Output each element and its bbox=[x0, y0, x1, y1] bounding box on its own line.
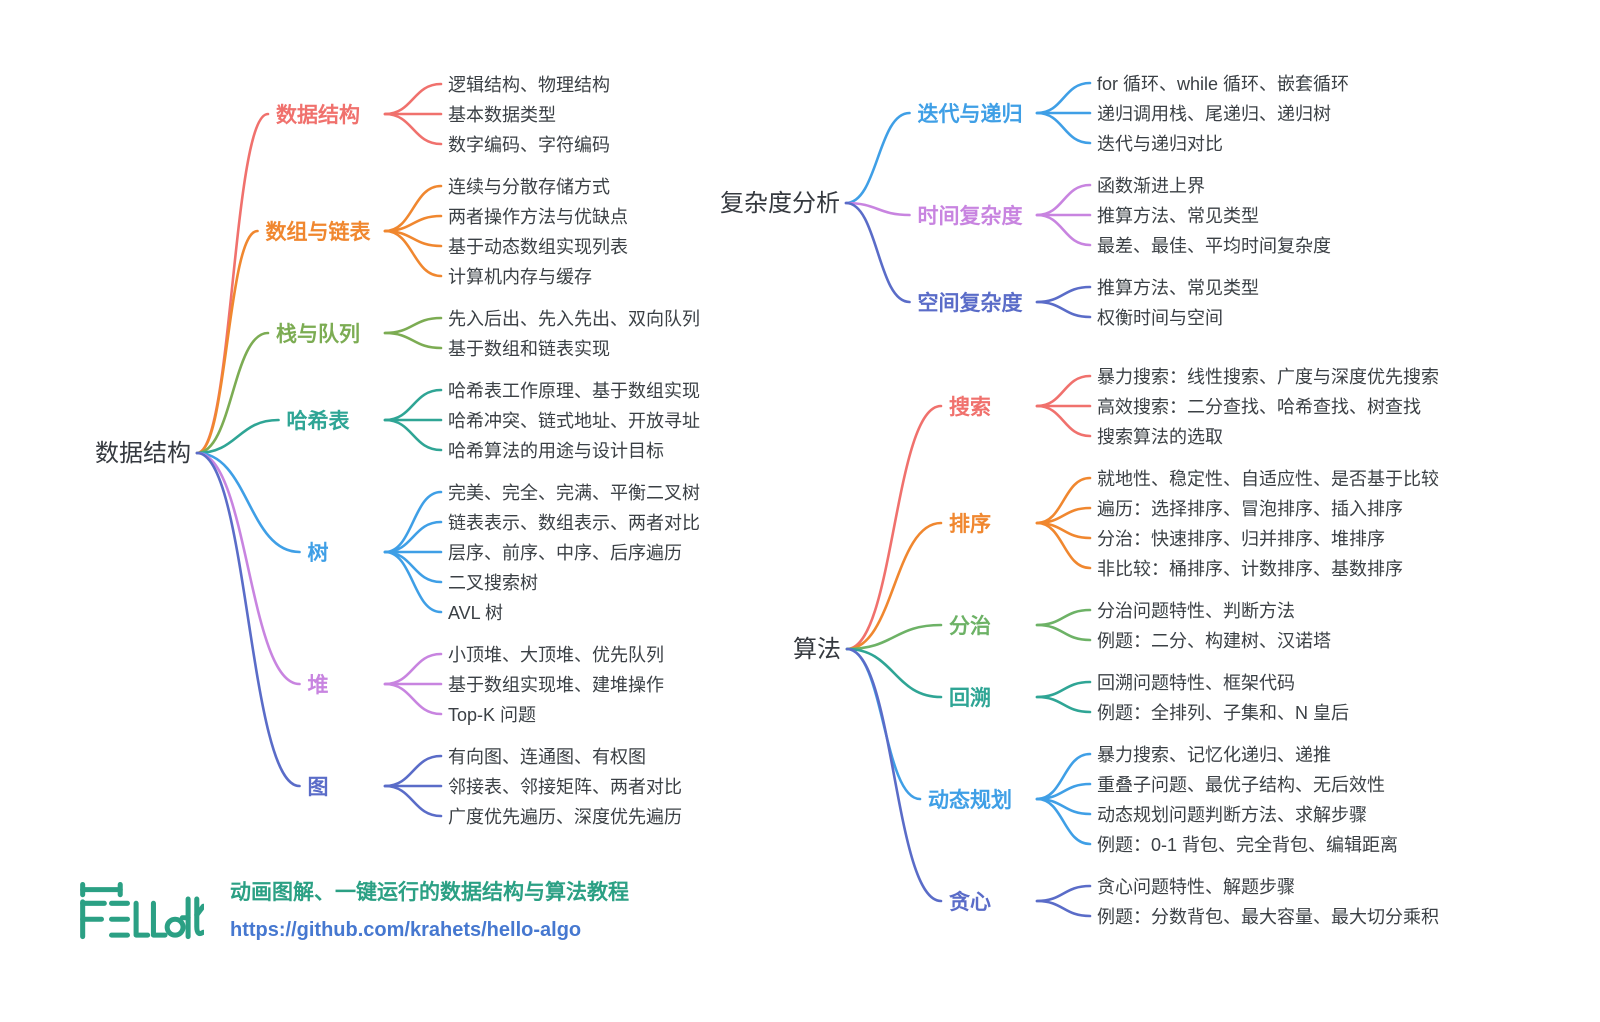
mindmap-root-label: 数据结构 bbox=[95, 439, 191, 467]
mindmap-leaf: 例题：全排列、子集和、N 皇后 bbox=[1097, 703, 1349, 723]
mindmap-leaf: 遍历：选择排序、冒泡排序、插入排序 bbox=[1097, 499, 1403, 519]
mindmap-leaf: 推算方法、常见类型 bbox=[1097, 206, 1259, 226]
mindmap-leaf: 链表表示、数组表示、两者对比 bbox=[448, 513, 700, 533]
mindmap-branch-label: 堆 bbox=[307, 674, 329, 697]
mindmap-branch-label: 空间复杂度 bbox=[917, 292, 1023, 315]
mindmap-leaf: 暴力搜索、记忆化递归、递推 bbox=[1097, 745, 1331, 765]
mindmap-leaf: 非比较：桶排序、计数排序、基数排序 bbox=[1097, 559, 1403, 579]
mindmap-leaf: 函数渐进上界 bbox=[1097, 176, 1205, 196]
mindmap-leaf: 哈希算法的用途与设计目标 bbox=[448, 441, 664, 461]
mindmap-algorithms: 算法 搜索 暴力搜索：线性搜索、广度与深度优先搜索高效搜索：二分查找、哈希查找、树查… bbox=[793, 361, 1439, 931]
mindmap-leaf: Top-K 问题 bbox=[448, 705, 537, 725]
mindmap-leaf: 逻辑结构、物理结构 bbox=[448, 75, 610, 95]
mindmap-branch: 搜索 暴力搜索：线性搜索、广度与深度优先搜索高效搜索：二分查找、哈希查找、树查找搜… bbox=[905, 361, 1439, 451]
mindmap-root-label: 复杂度分析 bbox=[720, 189, 840, 217]
mindmap-branch: 图 有向图、连通图、有权图邻接表、邻接矩阵、两者对比广度优先遍历、深度优先遍历 bbox=[253, 741, 700, 831]
mindmap-branch: 空间复杂度 推算方法、常见类型权衡时间与空间 bbox=[905, 272, 1349, 332]
mindmap-leaf: 有向图、连通图、有权图 bbox=[448, 747, 646, 767]
github-url-link[interactable]: https://github.com/krahets/hello-algo bbox=[230, 919, 582, 941]
mindmap-branch-label: 搜索 bbox=[949, 396, 991, 419]
mindmap-leaf: 基本数据类型 bbox=[448, 105, 556, 125]
mindmap-branch: 数据结构 逻辑结构、物理结构基本数据类型数字编码、字符编码 bbox=[253, 69, 700, 159]
mindmap-branch: 回溯 回溯问题特性、框架代码例题：全排列、子集和、N 皇后 bbox=[905, 667, 1439, 727]
tagline-text: 动画图解、一键运行的数据结构与算法教程 bbox=[230, 881, 629, 904]
mindmap-leaf: AVL 树 bbox=[448, 603, 504, 623]
mindmap-leaf: 就地性、稳定性、自适应性、是否基于比较 bbox=[1097, 469, 1439, 489]
mindmap-branch-label: 迭代与递归 bbox=[917, 103, 1023, 126]
mindmap-branch-label: 排序 bbox=[949, 513, 991, 536]
mindmap-leaf: 计算机内存与缓存 bbox=[448, 267, 592, 287]
mindmap-leaf: 递归调用栈、尾递归、递归树 bbox=[1097, 104, 1331, 124]
mindmap-leaf: 先入后出、先入先出、双向队列 bbox=[448, 309, 700, 329]
mindmap-leaf: 搜索算法的选取 bbox=[1097, 427, 1223, 447]
mindmap-leaf: 哈希冲突、链式地址、开放寻址 bbox=[448, 411, 700, 431]
mindmap-leaf: 分治：快速排序、归并排序、堆排序 bbox=[1097, 529, 1385, 549]
mindmap-branch: 数组与链表 连续与分散存储方式两者操作方法与优缺点基于动态数组实现列表计算机内存与… bbox=[253, 171, 700, 291]
mindmap-branch: 迭代与递归 for 循环、while 循环、嵌套循环递归调用栈、尾递归、递归树迭代… bbox=[905, 68, 1350, 158]
mindmap-root-label: 算法 bbox=[793, 635, 841, 663]
mindmap-branch-label: 回溯 bbox=[949, 687, 991, 710]
mindmap-leaf: 权衡时间与空间 bbox=[1097, 308, 1223, 328]
mindmap-leaf: 重叠子问题、最优子结构、无后效性 bbox=[1097, 775, 1385, 795]
mindmap-leaf: 例题：分数背包、最大容量、最大切分乘积 bbox=[1097, 907, 1439, 927]
mindmap-leaf: 例题：二分、构建树、汉诺塔 bbox=[1097, 631, 1331, 651]
mindmap-branch-label: 栈与队列 bbox=[276, 323, 360, 346]
mindmap-leaf: 回溯问题特性、框架代码 bbox=[1097, 673, 1295, 693]
mindmap-leaf: 动态规划问题判断方法、求解步骤 bbox=[1097, 805, 1367, 825]
mindmap-leaf: 分治问题特性、判断方法 bbox=[1097, 601, 1295, 621]
mindmap-leaf: 最差、最佳、平均时间复杂度 bbox=[1097, 236, 1331, 256]
mindmap-branch: 排序 就地性、稳定性、自适应性、是否基于比较遍历：选择排序、冒泡排序、插入排序分治… bbox=[905, 463, 1439, 583]
mindmap-leaf: 高效搜索：二分查找、哈希查找、树查找 bbox=[1097, 397, 1421, 417]
mindmap-branch: 贪心 贪心问题特性、解题步骤例题：分数背包、最大容量、最大切分乘积 bbox=[905, 871, 1439, 931]
mindmap-complexity-analysis: 复杂度分析 迭代与递归 for 循环、while 循环、嵌套循环递归调用栈、尾递归、… bbox=[720, 68, 1349, 332]
mindmap-leaf: 推算方法、常见类型 bbox=[1097, 278, 1259, 298]
mindmap-leaf: 二叉搜索树 bbox=[448, 573, 538, 593]
mindmap-leaf: 例题：0-1 背包、完全背包、编辑距离 bbox=[1097, 835, 1399, 855]
mindmap-branch-label: 图 bbox=[307, 776, 329, 799]
mindmap-leaf: 贪心问题特性、解题步骤 bbox=[1097, 877, 1295, 897]
mindmap-branch: 栈与队列 先入后出、先入先出、双向队列基于数组和链表实现 bbox=[253, 303, 700, 363]
footer: 动画图解、一键运行的数据结构与算法教程 https://github.com/k… bbox=[230, 876, 629, 942]
mindmap-branch-label: 动态规划 bbox=[928, 789, 1012, 812]
mindmap-branch-label: 数组与链表 bbox=[265, 221, 371, 244]
mindmap-leaf: 两者操作方法与优缺点 bbox=[448, 207, 628, 227]
mindmap-branch: 堆 小顶堆、大顶堆、优先队列基于数组实现堆、建堆操作 Top-K 问题 bbox=[253, 639, 700, 729]
mindmap-branch: 哈希表 哈希表工作原理、基于数组实现哈希冲突、链式地址、开放寻址哈希算法的用途与设… bbox=[253, 375, 701, 465]
mindmap-leaf: 哈希表工作原理、基于数组实现 bbox=[448, 381, 700, 401]
mindmap-leaf: 小顶堆、大顶堆、优先队列 bbox=[448, 645, 664, 665]
mindmap-leaf: 暴力搜索：线性搜索、广度与深度优先搜索 bbox=[1097, 367, 1439, 387]
mindmap-leaf: 广度优先遍历、深度优先遍历 bbox=[448, 807, 682, 827]
mindmap-leaf: 完美、完全、完满、平衡二叉树 bbox=[448, 483, 700, 503]
mindmap-branch-label: 时间复杂度 bbox=[917, 205, 1023, 228]
mindmap-leaf: 数字编码、字符编码 bbox=[448, 135, 610, 155]
mindmap-branch-label: 树 bbox=[307, 542, 329, 565]
mindmap-branch: 树 完美、完全、完满、平衡二叉树链表表示、数组表示、两者对比层序、前序、中序、后序… bbox=[253, 477, 701, 627]
mindmap-data-structures: 数据结构数据结构逻辑结构、物理结构基本数据类型数字编码、字符编码数组与链表连续与… bbox=[95, 69, 700, 831]
mindmap-leaf: 基于动态数组实现列表 bbox=[448, 237, 628, 257]
mindmap-leaf: 邻接表、邻接矩阵、两者对比 bbox=[448, 777, 682, 797]
mindmap-leaf: 基于数组实现堆、建堆操作 bbox=[448, 675, 664, 695]
mindmap-branch-label: 分治 bbox=[949, 615, 991, 638]
mindmap-branch: 时间复杂度 函数渐进上界推算方法、常见类型最差、最佳、平均时间复杂度 bbox=[905, 170, 1349, 260]
mindmap-leaf: 基于数组和链表实现 bbox=[448, 339, 610, 359]
mindmap-branch: 动态规划 暴力搜索、记忆化递归、递推重叠子问题、最优子结构、无后效性动态规划问题判… bbox=[905, 739, 1439, 859]
mindmap-leaf: for 循环、while 循环、嵌套循环 bbox=[1097, 74, 1350, 94]
mindmap-branch: 分治 分治问题特性、判断方法例题：二分、构建树、汉诺塔 bbox=[905, 595, 1439, 655]
mindmap-leaf: 连续与分散存储方式 bbox=[448, 177, 610, 197]
mindmap-branch-label: 数据结构 bbox=[276, 104, 360, 127]
mindmap-leaf: 层序、前序、中序、后序遍历 bbox=[448, 543, 682, 563]
hello-algo-logo bbox=[74, 880, 206, 944]
mindmap-leaf: 迭代与递归对比 bbox=[1097, 134, 1223, 154]
mindmap-branch-label: 哈希表 bbox=[286, 410, 350, 433]
mindmap-branch-label: 贪心 bbox=[949, 891, 991, 914]
